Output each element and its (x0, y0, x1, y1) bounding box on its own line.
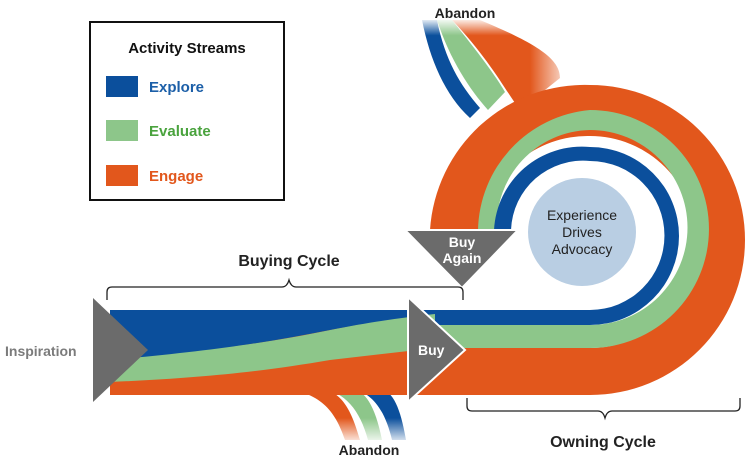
buy-again-label-line-1: Buy (449, 234, 476, 250)
owning-cycle-brace (466, 398, 741, 421)
owning-cycle-loop (430, 84, 745, 395)
abandon-top-streams (410, 18, 580, 118)
buying-cycle-streams (110, 310, 435, 395)
buy-label: Buy (418, 342, 445, 358)
abandon-top-label: Abandon (435, 5, 496, 21)
buy-arrow (407, 294, 467, 405)
legend-engage-swatch (106, 165, 138, 186)
buy-again-triangle (402, 229, 521, 290)
legend: Activity Streams Explore Evaluate Engage (89, 21, 285, 201)
buying-evaluate-band (110, 312, 435, 382)
buying-cycle-brace (106, 277, 464, 300)
buying-cycle-label: Buying Cycle (238, 253, 339, 270)
buying-explore-band (110, 310, 435, 360)
advocacy-circle (528, 178, 636, 286)
legend-engage-label: Engage (149, 168, 203, 185)
abandon-bottom-label: Abandon (339, 442, 400, 458)
advocacy-label-line-1: Experience (547, 207, 617, 223)
legend-evaluate-swatch (106, 120, 138, 141)
legend-explore-swatch (106, 76, 138, 97)
advocacy-label-line-3: Advocacy (552, 241, 613, 257)
legend-title: Activity Streams (128, 40, 246, 57)
inspiration-triangle (93, 298, 148, 402)
legend-evaluate-label: Evaluate (149, 123, 211, 140)
advocacy-label-line-2: Drives (562, 224, 602, 240)
owning-cycle-label: Owning Cycle (550, 434, 656, 451)
loop-evaluate-band (430, 110, 709, 348)
buy-again-label-line-2: Again (443, 250, 482, 266)
legend-explore-label: Explore (149, 79, 204, 96)
inspiration-label: Inspiration (5, 343, 77, 359)
